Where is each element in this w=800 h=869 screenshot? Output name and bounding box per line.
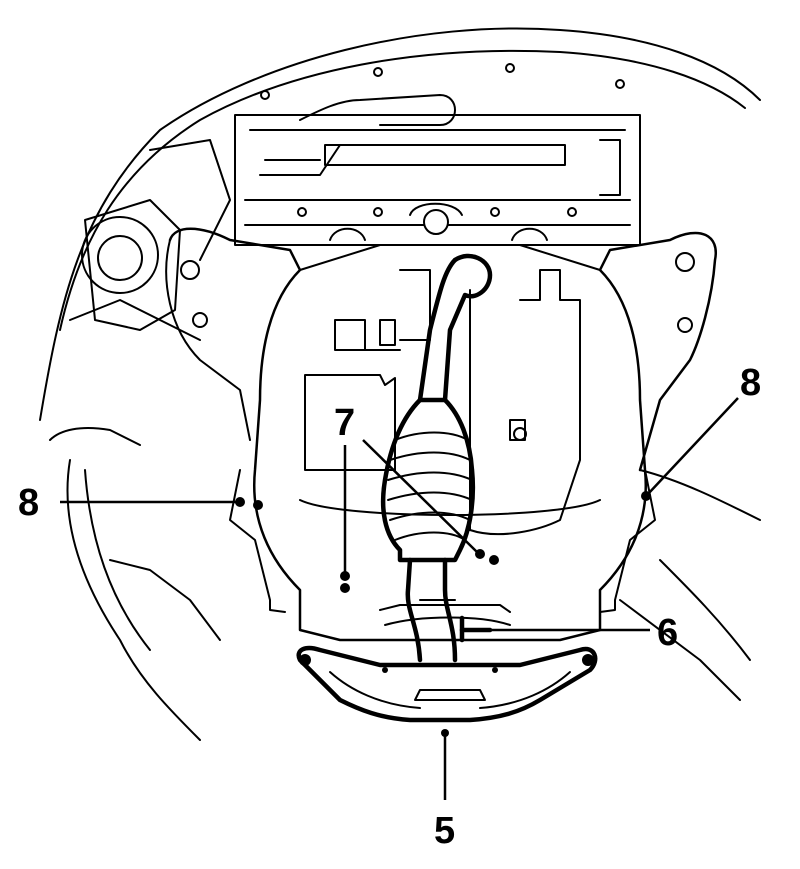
fastener-7-b	[340, 583, 350, 593]
exhaust-mount-bracket	[379, 604, 511, 643]
fastener-7-a	[340, 571, 350, 581]
left-strut-mount	[81, 139, 231, 331]
callout-8-left: 8	[18, 482, 39, 524]
fastener-8-left-a	[235, 497, 245, 507]
callout-5: 5	[434, 810, 455, 852]
callout-6: 6	[657, 612, 678, 654]
leader-8-right	[647, 397, 739, 495]
callout-leaders	[60, 397, 739, 800]
leader-7-right	[362, 439, 479, 554]
callout-7: 7	[334, 402, 355, 444]
engine-oil-pan	[304, 269, 581, 536]
fastener-7-d	[489, 555, 499, 565]
fastener-7-c	[475, 549, 485, 559]
callout-8-right: 8	[740, 362, 761, 404]
vehicle-body-outline	[39, 27, 761, 741]
fastener-8-left-b	[253, 500, 263, 510]
exhaust-pipe	[380, 253, 493, 663]
subframe	[165, 227, 718, 642]
under-cover-plate	[296, 645, 598, 723]
radiator-support	[234, 94, 641, 246]
fastener-8-right	[641, 491, 651, 501]
fastener-5	[441, 729, 449, 737]
